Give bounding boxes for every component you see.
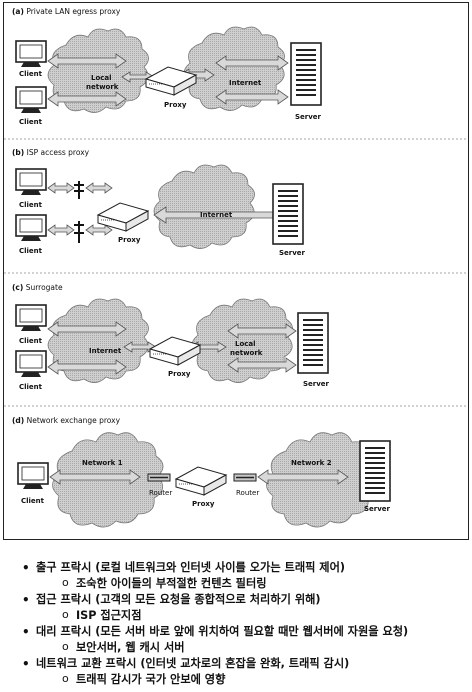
server-tower-icon — [272, 183, 304, 245]
note-exchange-proxy: 네트워크 교환 프락시 (인터넷 교차로의 혼잡을 완화, 트래픽 감시) — [0, 656, 472, 672]
cloud-label: Network 2 — [291, 459, 332, 467]
client-label: Client — [19, 70, 43, 78]
panel-b: (b) ISP access proxy — [4, 148, 468, 274]
proxy-deployment-figure: (a) Private LAN egress proxy Client — [3, 2, 469, 540]
panel-c: (c) Surrogate Client — [4, 283, 468, 407]
client-computer-icon — [15, 40, 47, 67]
proxy-label: Proxy — [192, 500, 215, 508]
note-egress-sub: 조숙한 아이들의 부적절한 컨텐츠 필터링 — [0, 575, 472, 592]
panel-a: (a) Private LAN egress proxy Client — [4, 7, 468, 140]
client-computer-icon — [15, 86, 47, 113]
panel-a-title: (a) Private LAN egress proxy — [12, 7, 121, 16]
server-tower-icon — [290, 42, 322, 106]
traffic-arrow — [47, 182, 287, 236]
note-exchange-sub: 트래픽 감시가 국가 안보에 영향 — [0, 671, 472, 688]
cloud-label: Internet — [200, 211, 233, 219]
proxy-box-icon — [144, 66, 198, 96]
server-tower-icon — [359, 440, 391, 502]
client-label: Client — [19, 383, 43, 391]
panel-b-title: (b) ISP access proxy — [12, 148, 90, 157]
proxy-label: Proxy — [164, 101, 187, 109]
note-access-sub: ISP 접근지점 — [0, 607, 472, 624]
cloud-label: Local — [91, 74, 112, 82]
notes-list: 출구 프락시 (로컬 네트워크와 인터넷 사이를 오가는 트래픽 제어) 조숙한… — [0, 560, 472, 688]
cloud-label: Local — [235, 340, 256, 348]
panel-c-title: (c) Surrogate — [12, 283, 63, 292]
traffic-arrow — [49, 469, 349, 485]
client-label: Client — [19, 337, 43, 345]
panel-d: (d) Network exchange proxy Client Networ… — [12, 416, 391, 528]
local-network-cloud — [47, 28, 149, 113]
server-label: Server — [295, 113, 322, 121]
router-icon — [233, 473, 257, 482]
proxy-label: Proxy — [118, 236, 141, 244]
proxy-box-icon — [148, 336, 202, 366]
cloud-label: Network 1 — [82, 459, 123, 467]
client-label: Client — [19, 247, 43, 255]
router-label: Router — [149, 489, 172, 497]
modem-line-icon — [74, 181, 84, 243]
router-label: Router — [236, 489, 259, 497]
client-label: Client — [21, 497, 45, 505]
client-computer-icon — [15, 350, 47, 377]
traffic-arrow — [47, 53, 289, 107]
client-computer-icon — [15, 214, 47, 241]
router-icon — [147, 473, 171, 482]
server-tower-icon — [297, 312, 329, 374]
cloud-label: Internet — [89, 347, 122, 355]
server-label: Server — [303, 380, 330, 388]
client-computer-icon — [17, 462, 49, 489]
note-access-proxy: 접근 프락시 (고객의 모든 요청을 종합적으로 처리하기 위해) — [0, 592, 472, 608]
note-surrogate-sub: 보안서버, 웹 캐시 서버 — [0, 639, 472, 656]
cloud-label: network — [230, 349, 263, 357]
panel-d-title: (d) Network exchange proxy — [12, 416, 121, 425]
note-surrogate-proxy: 대리 프락시 (모든 서버 바로 앞에 위치하여 필요할 때만 웹서버에 자원을… — [0, 624, 472, 640]
cloud-label: Internet — [229, 79, 262, 87]
client-computer-icon — [15, 304, 47, 331]
proxy-notes: 출구 프락시 (로컬 네트워크와 인터넷 사이를 오가는 트래픽 제어) 조숙한… — [0, 560, 472, 688]
client-computer-icon — [15, 168, 47, 195]
traffic-arrow — [47, 321, 297, 375]
proxy-box-icon — [96, 202, 150, 232]
note-egress-proxy: 출구 프락시 (로컬 네트워크와 인터넷 사이를 오가는 트래픽 제어) — [0, 560, 472, 576]
internet-cloud-c — [47, 298, 149, 383]
server-label: Server — [364, 505, 391, 513]
server-label: Server — [279, 249, 306, 257]
cloud-label: network — [86, 83, 119, 91]
client-label: Client — [19, 118, 43, 126]
proxy-box-icon — [174, 466, 228, 496]
internet-cloud-b — [153, 164, 255, 249]
proxy-label: Proxy — [168, 370, 191, 378]
figure-canvas: (a) Private LAN egress proxy Client — [4, 7, 468, 528]
client-label: Client — [19, 201, 43, 209]
